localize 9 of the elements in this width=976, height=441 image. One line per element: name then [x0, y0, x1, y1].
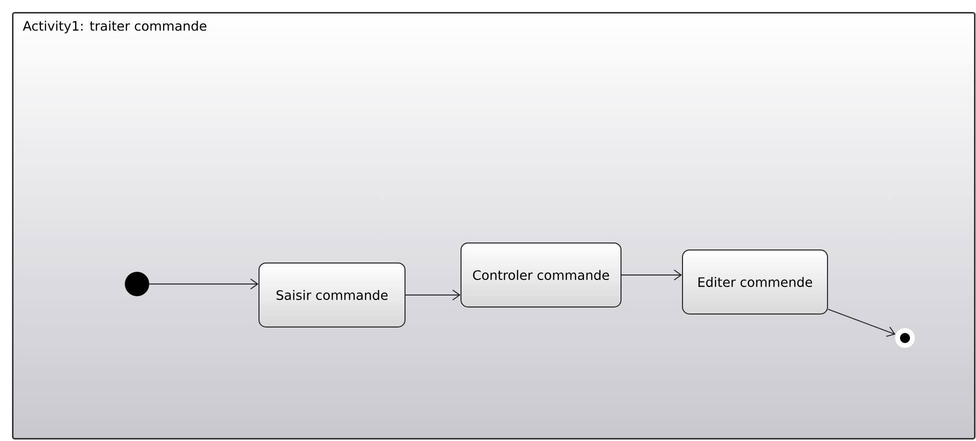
arrow: [148, 278, 259, 290]
arrow: [828, 308, 896, 337]
final-node: [894, 328, 916, 348]
action-box: Saisir commande: [258, 262, 406, 328]
arrow: [621, 270, 682, 280]
action-box: Editer commende: [682, 250, 828, 314]
arrow: [405, 290, 461, 300]
initial-node: [124, 272, 150, 296]
action-box: Controler commande: [460, 242, 622, 308]
